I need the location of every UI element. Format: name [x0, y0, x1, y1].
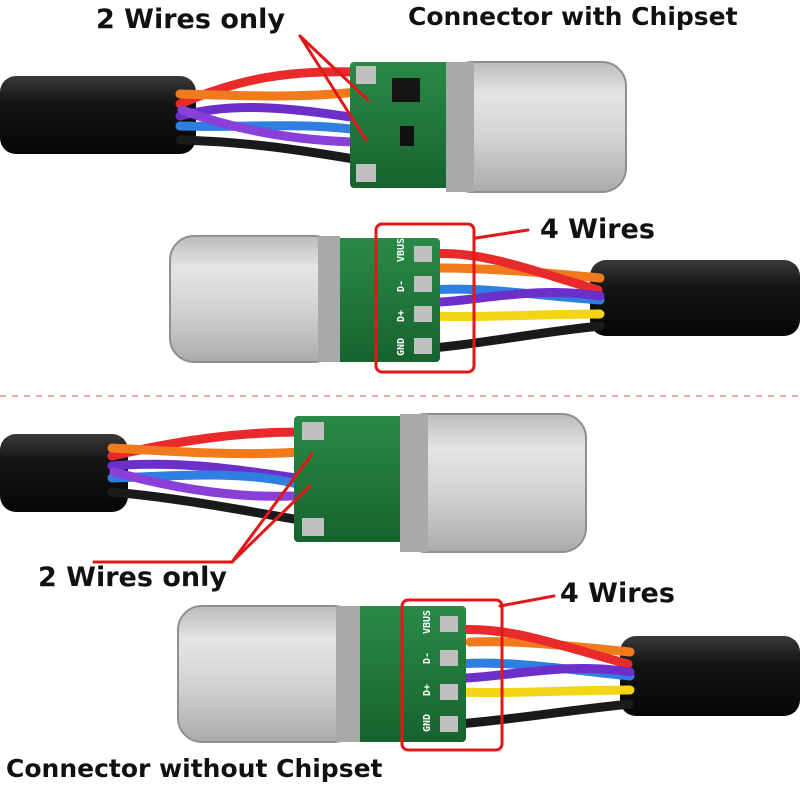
arrow-line — [498, 594, 556, 608]
assembly-plain-cable-left — [0, 413, 587, 553]
arrow-line — [230, 452, 314, 564]
solder-pad — [356, 66, 376, 84]
solder-pad — [356, 164, 376, 182]
pcb-pin-label: D+ — [422, 684, 433, 696]
bottom-two-wires-label: 2 Wires only — [38, 562, 227, 593]
solder-pad — [302, 422, 324, 440]
pcb-board — [350, 62, 450, 188]
solder-pad — [440, 616, 458, 632]
annotation-arrows — [92, 34, 556, 608]
wire-red — [425, 249, 603, 295]
cable-jacket — [620, 636, 800, 716]
connector-shell — [401, 413, 587, 553]
pcb-pin-label: VBUS — [422, 610, 433, 634]
assembly-chipset-cable-left — [0, 61, 627, 193]
arrow-line — [474, 228, 530, 240]
wire-purple — [461, 663, 635, 683]
top-two-wires-label: 2 Wires only — [96, 4, 285, 35]
pcb-pin-label: VBUS — [396, 238, 407, 262]
pcb-pin-label: GND — [422, 714, 433, 732]
wire-bundle — [175, 67, 365, 165]
wire-black — [427, 321, 605, 353]
chip — [392, 78, 420, 102]
solder-pad — [440, 650, 458, 666]
solder-pad — [414, 276, 432, 292]
pcb-board — [354, 606, 466, 742]
top-connector-label: Connector with Chipset — [408, 2, 738, 31]
connector-collar — [318, 236, 340, 362]
assembly-plain-cable-right: VBUS D- D+ GND — [177, 598, 800, 752]
wire-purple — [435, 287, 605, 307]
solder-pad — [414, 246, 432, 262]
connector-shell — [169, 235, 339, 363]
cable-jacket — [590, 260, 800, 336]
solder-pad — [414, 306, 432, 322]
pcb-pin-label: GND — [396, 338, 407, 356]
arrow-line — [298, 34, 370, 102]
solder-pad — [440, 716, 458, 732]
connector-collar — [446, 62, 474, 192]
pcb-pin-label: D- — [422, 652, 433, 664]
wire-purple-2 — [109, 467, 297, 501]
assembly-chipset-cable-right: VBUS D- D+ GND — [169, 222, 800, 374]
highlight-box — [400, 598, 504, 752]
wire-red — [451, 625, 633, 669]
pcb-board — [336, 238, 440, 362]
pcb-pin-label: D- — [396, 280, 407, 292]
wire-black — [175, 135, 365, 165]
wire-bundle — [451, 625, 635, 729]
cable-jacket — [0, 434, 128, 512]
cable-jacket — [0, 76, 196, 154]
connector-collar — [400, 414, 428, 552]
wire-yellow — [451, 685, 635, 698]
top-four-wires-label: 4 Wires — [540, 214, 655, 245]
wire-yellow — [425, 309, 605, 322]
wire-blue — [175, 121, 363, 135]
connector-shell — [447, 61, 627, 193]
bottom-connector-label: Connector without Chipset — [6, 754, 383, 783]
arrow-line — [298, 34, 368, 142]
solder-pad — [302, 518, 324, 536]
wire-purple — [175, 103, 363, 123]
pcb-board — [294, 416, 404, 542]
solder-pad — [414, 338, 432, 354]
solder-pad — [440, 684, 458, 700]
wire-orange — [435, 263, 605, 283]
resistor — [400, 126, 414, 146]
connector-collar — [336, 606, 360, 742]
wire-black — [453, 699, 635, 729]
wire-bundle — [425, 249, 605, 353]
wire-orange — [175, 87, 363, 101]
pcb-pin-label: D+ — [396, 310, 407, 322]
wire-purple-2 — [177, 105, 357, 147]
connector-shell — [177, 605, 359, 743]
wire-orange — [107, 443, 305, 459]
bottom-four-wires-label: 4 Wires — [560, 578, 675, 609]
highlight-box — [374, 222, 476, 374]
arrow-line — [230, 484, 312, 564]
